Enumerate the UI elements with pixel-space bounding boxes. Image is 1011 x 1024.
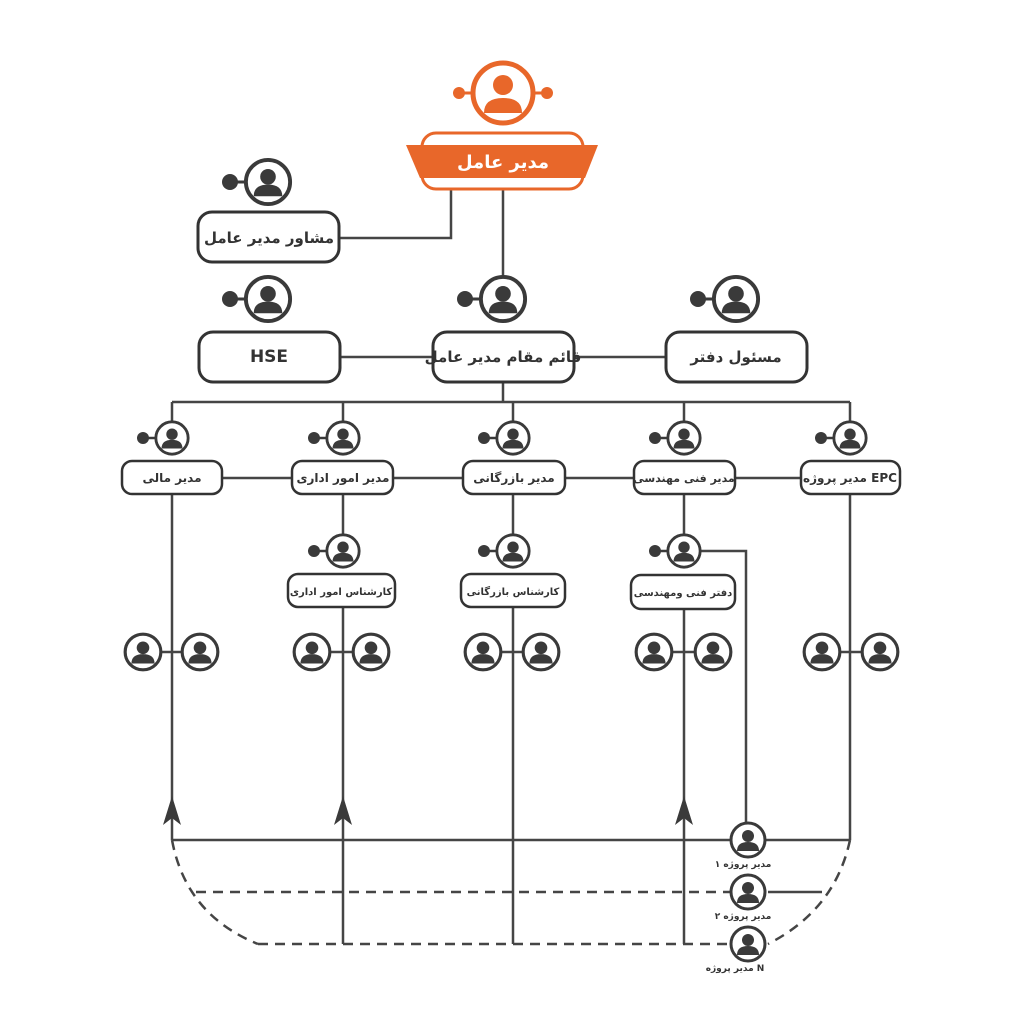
connector-dot-icon xyxy=(478,432,490,444)
ceo-advisor-line xyxy=(340,190,453,240)
person-icon xyxy=(711,274,761,324)
technical-label: مدیر فنی مهندسی xyxy=(633,472,734,485)
person-icon xyxy=(729,821,767,859)
office-node[interactable]: مسئول دفتر xyxy=(664,274,809,384)
person-icon xyxy=(802,632,842,672)
technical-node[interactable]: مدیر فنی مهندسی xyxy=(632,420,737,496)
admin-label: مدیر امور اداری xyxy=(297,471,390,486)
person-icon xyxy=(693,632,733,672)
admin-expert-node[interactable]: کارشناس امور اداری xyxy=(286,533,397,609)
commercial-node[interactable]: مدیر بازرگانی xyxy=(461,420,567,496)
person-icon xyxy=(634,632,674,672)
deputy-label: قائم مقام مدیر عامل xyxy=(425,348,582,366)
person-icon xyxy=(729,873,767,911)
left-dashed-curve xyxy=(170,839,259,946)
tech-office-node[interactable]: دفتر فنی ومهندسی xyxy=(629,533,737,611)
pmN-node[interactable]: مدیر پروژه N xyxy=(706,925,767,974)
deputy-node[interactable]: قائم مقام مدیر عامل xyxy=(425,274,582,384)
arrow-up-icon xyxy=(334,796,352,825)
person-icon xyxy=(832,420,868,456)
commercial-expert-node[interactable]: کارشناس بازرگانی xyxy=(459,533,567,609)
hse-label: HSE xyxy=(250,347,288,367)
admin-expert-label: کارشناس امور اداری xyxy=(290,587,392,598)
ceo-node[interactable]: مدیر عامل xyxy=(406,60,598,191)
tech-pm1-line xyxy=(700,549,748,822)
pmN-label: مدیر پروژه N xyxy=(706,964,765,974)
right-dashed-curve xyxy=(767,839,852,946)
person-icon xyxy=(666,533,702,569)
connector-dot-icon xyxy=(690,291,706,307)
connector-dot-icon xyxy=(649,432,661,444)
person-icon xyxy=(521,632,561,672)
person-icon xyxy=(123,632,163,672)
admin-node[interactable]: مدیر امور اداری xyxy=(290,420,395,496)
connector-dot-icon xyxy=(222,291,238,307)
pm1-label: مدیر پروژه ۱ xyxy=(715,860,772,870)
person-icon xyxy=(495,533,531,569)
office-label: مسئول دفتر xyxy=(689,348,781,366)
connector-dot-icon xyxy=(308,432,320,444)
connector-dot-icon xyxy=(815,432,827,444)
commercial-label: مدیر بازرگانی xyxy=(473,471,554,485)
person-icon xyxy=(180,632,220,672)
connector-dot-icon xyxy=(457,291,473,307)
pm2-node[interactable]: مدیر پروژه ۲ xyxy=(715,873,772,922)
person-icon xyxy=(729,925,767,963)
person-icon xyxy=(243,274,293,324)
connector-dot-icon xyxy=(222,174,238,190)
person-icon xyxy=(154,420,190,456)
finance-label: مدیر مالی xyxy=(142,471,201,485)
connector-dot-icon xyxy=(137,432,149,444)
person-icon xyxy=(860,632,900,672)
person-icon xyxy=(495,420,531,456)
person-icon xyxy=(493,75,513,95)
connector-dot-icon xyxy=(541,87,553,99)
pm1-node[interactable]: مدیر پروژه ۱ xyxy=(715,821,772,870)
arrow-up-icon xyxy=(675,796,693,825)
dashed-lines xyxy=(170,839,852,946)
epc-node[interactable]: مدیر پروژه EPC xyxy=(799,420,902,496)
pm2-label: مدیر پروژه ۲ xyxy=(715,912,772,922)
person-icon xyxy=(666,420,702,456)
commercial-expert-label: کارشناس بازرگانی xyxy=(467,585,560,598)
connector-dot-icon xyxy=(649,545,661,557)
person-icon xyxy=(243,157,293,207)
person-icon xyxy=(463,632,503,672)
ceo-label: مدیر عامل xyxy=(457,152,549,173)
person-icon xyxy=(325,533,361,569)
person-icon xyxy=(292,632,332,672)
connector-dot-icon xyxy=(453,87,465,99)
connector-dot-icon xyxy=(478,545,490,557)
arrow-up-icon xyxy=(163,796,181,825)
connector-dot-icon xyxy=(308,545,320,557)
finance-node[interactable]: مدیر مالی xyxy=(120,420,224,496)
epc-label: مدیر پروژه EPC xyxy=(803,471,897,486)
arrow-up-icons xyxy=(163,796,693,825)
hse-node[interactable]: HSE xyxy=(197,274,342,384)
person-icon xyxy=(351,632,391,672)
person-icon xyxy=(325,420,361,456)
person-icon xyxy=(478,274,528,324)
advisor-node[interactable]: مشاور مدیر عامل xyxy=(196,157,341,264)
tech-office-label: دفتر فنی ومهندسی xyxy=(634,588,733,599)
advisor-label: مشاور مدیر عامل xyxy=(204,229,334,247)
